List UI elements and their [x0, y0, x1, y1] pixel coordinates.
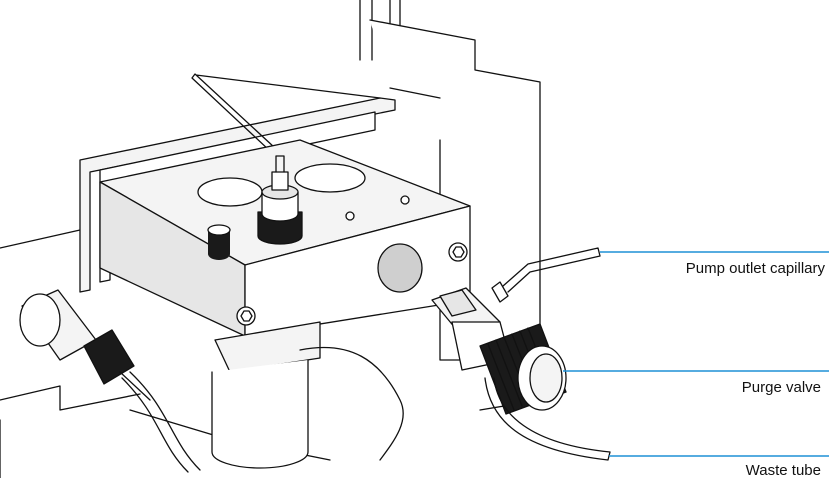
pump-outlet-capillary	[491, 247, 601, 303]
callout-leaders	[563, 251, 829, 457]
piston-housing	[211, 359, 309, 469]
outlet-fitting	[257, 155, 303, 245]
inlet-tube-loop	[191, 73, 381, 166]
side-connector	[19, 289, 151, 401]
waste-tube	[121, 346, 611, 473]
label-waste-tube: Waste tube	[746, 462, 821, 478]
label-purge-valve: Purge valve	[742, 379, 821, 396]
label-pump-outlet-capillary: Pump outlet capillary	[686, 260, 826, 277]
purge-valve	[431, 287, 567, 415]
callout-labels: Pump outlet capillary Purge valve Waste …	[686, 260, 826, 478]
top-knob	[207, 224, 231, 260]
